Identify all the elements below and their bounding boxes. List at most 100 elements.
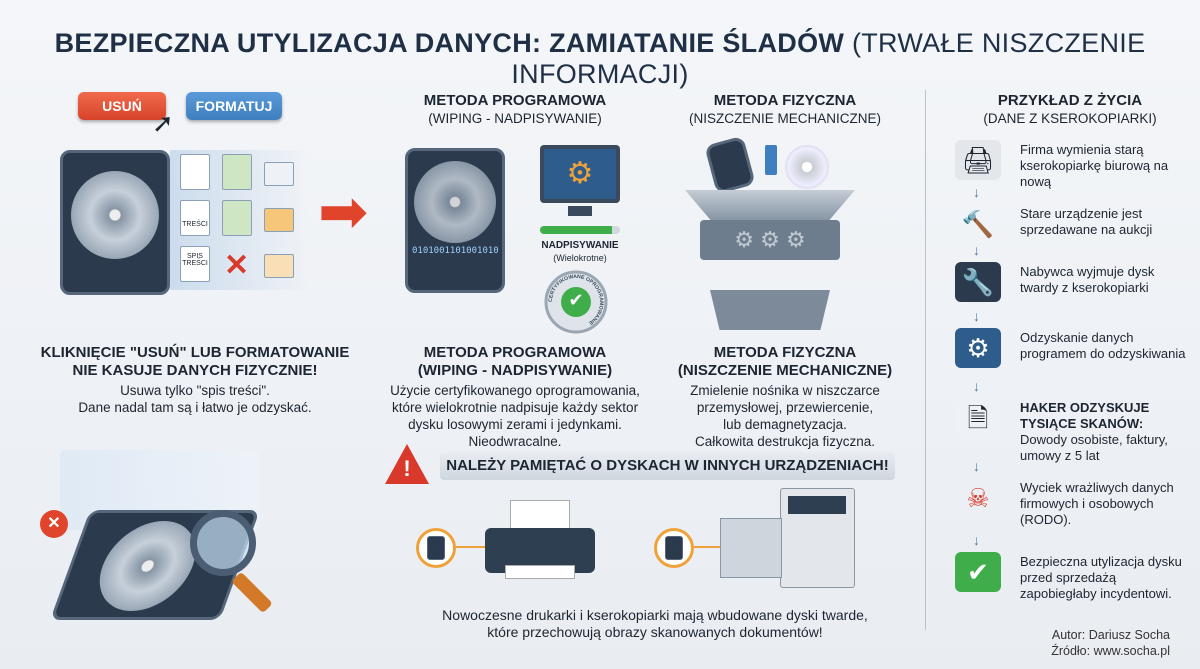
certified-badge: CERTYFIKOWANE OPROGRAMOWANIE ✔ [544,270,608,334]
text-line: dysku losowymi zerami i jedynkami. [408,417,622,432]
copier-icon [720,488,855,593]
documents-disk-icon: 🗎 [955,398,1001,438]
doc-label: TREŚCI [182,221,208,228]
cd-icon [785,145,829,189]
x-badge-icon: ✕ [40,510,68,538]
progress-bar [540,226,620,234]
doc-label: SPIS TREŚCI [182,253,208,267]
hard-drive-icon [60,150,170,295]
arrow-down-icon: ↓ [973,532,980,548]
image-icon [222,154,252,190]
title-main: BEZPIECZNA UTYLIZACJA DANYCH: ZAMIATANIE… [54,28,845,58]
binary-text: 0101001101001010 [412,246,499,256]
disk-recovery-illustration: ✕ [40,440,280,630]
envelope-icon [264,254,294,278]
usb-icon [765,145,777,175]
step-text: Wyciek wrażliwych danych firmowych i oso… [1020,480,1174,527]
delete-button[interactable]: USUŃ [78,92,166,120]
disk-badge-icon [416,528,456,568]
x-mark-icon: ✕ [224,249,250,282]
text-line: które wielokrotnie nadpisuje każdy sekto… [391,400,639,415]
warning-text: Nowoczesne drukarki i kserokopiarki mają… [395,607,915,641]
example-step: Odzyskanie danych programem do odzyskiwa… [1020,330,1195,362]
page-title: BEZPIECZNA UTYLIZACJA DANYCH: ZAMIATANIE… [0,28,1200,90]
text-line: Dane nadal tam są i łatwo je odzyskać. [78,400,312,415]
arrow-down-icon: ↓ [973,242,980,258]
step-text: Bezpieczna utylizacja dysku przed sprzed… [1020,554,1182,601]
arrow-right-icon: ➡ [318,178,369,245]
disk-badge-icon [654,528,694,568]
arrow-down-icon: ↓ [973,308,980,324]
software-top-title: METODA PROGRAMOWA [423,92,607,109]
arrow-down-icon: ↓ [973,458,980,474]
format-button[interactable]: FORMATUJ [186,92,282,120]
title-sub: (TRWAŁE NISZCZENIE INFORMACJI) [511,28,1146,89]
check-icon: ✔ [568,290,584,310]
step-bold: HAKER ODZYSKUJE TYSIĄCE SKANÓW: [1020,400,1150,431]
example-step: Firma wymienia starą kserokopiarkę biuro… [1020,142,1195,190]
gavel-icon: 🔨 [961,209,995,239]
step-text: Stare urządzenie jest sprzedawane na auk… [1020,206,1153,237]
image-icon [222,200,252,236]
document-icon: TREŚCI [180,200,210,236]
text-line: Całkowita destrukcja fizyczna. [694,434,876,449]
example-step: HAKER ODZYSKUJE TYSIĄCE SKANÓW:Dowody os… [1020,400,1195,464]
document-icon: SPIS TREŚCI [180,246,210,282]
text-line: które przechowują obrazy skanowanych dok… [487,624,823,640]
physical-top-title: METODA FIZYCZNA [713,92,857,109]
example-step: Stare urządzenie jest sprzedawane na auk… [1020,206,1195,238]
heading-line: NIE KASUJE DANYCH FIZYCZNIE! [72,362,318,379]
example-step: Nabywca wyjmuje dysk twardy z kserokopia… [1020,264,1195,296]
warning-icon: ! [385,444,429,484]
example-subtitle: (DANE Z KSEROKOPIARKI) [983,111,1157,126]
source: Źródło: www.socha.pl [1051,644,1170,658]
shredder-illustration: ⚙ ⚙ ⚙ [680,135,860,340]
heading-line: (NISZCZENIE MECHANICZNE) [677,362,893,379]
left-text: Usuwa tylko "spis treści".Dane nadal tam… [20,382,370,416]
monitor-gear-icon: ⚙ [955,328,1001,368]
copier-icon: 🖨 [955,140,1001,180]
cursor-icon: ➚ [152,108,174,138]
files-cloud: TREŚCI SPIS TREŚCI ✕ [170,150,310,290]
text-line: Nowoczesne drukarki i kserokopiarki mają… [442,607,868,623]
physical-top-sub: (NISZCZENIE MECHANICZNE) [689,111,881,126]
progress-sub: (Wielokrotne) [553,253,607,263]
example-title: PRZYKŁAD Z ŻYCIA [997,92,1143,109]
arrow-down-icon: ↓ [973,184,980,200]
heading-line: (WIPING - NADPISYWANIE) [417,362,613,379]
step-text: Firma wymienia starą kserokopiarkę biuro… [1020,142,1169,189]
software-top-sub: (WIPING - NADPISYWANIE) [428,111,602,126]
skull-icon: ☠ [966,483,990,513]
software-heading: METODA PROGRAMOWA(WIPING - NADPISYWANIE) [385,344,645,380]
monitor-gear-icon: ⚙ [540,145,620,203]
column-divider [925,90,926,630]
step-text: Dowody osobiste, faktury, umowy z 5 lat [1020,432,1168,463]
physical-heading: METODA FIZYCZNA(NISZCZENIE MECHANICZNE) [655,344,915,380]
arrow-down-icon: ↓ [973,378,980,394]
example-step: Wyciek wrażliwych danych firmowych i oso… [1020,480,1195,528]
example-step: Bezpieczna utylizacja dysku przed sprzed… [1020,554,1195,602]
heading-line: METODA PROGRAMOWA [423,344,607,361]
progress-label: NADPISYWANIE [541,240,619,251]
document-icon [180,154,210,190]
step-text: Odzyskanie danych programem do odzyskiwa… [1020,330,1186,361]
heading-line: METODA FIZYCZNA [713,344,857,361]
text-line: lub demagnetyzacja. [723,417,847,432]
heading-line: KLIKNIĘCIE "USUŃ" LUB FORMATOWANIE [40,344,350,361]
warning-banner: NALEŻY PAMIĘTAĆ O DYSKACH W INNYCH URZĄD… [440,452,895,480]
text-line: przemysłowej, przewiercenie, [696,400,874,415]
envelope-icon [264,208,294,232]
author: Autor: Dariusz Socha [1051,628,1170,642]
magnifier-icon [190,510,256,576]
wiping-disk-icon: 0101001101001010 [405,148,505,293]
disk-wrench-icon: 🔧 [955,262,1001,302]
envelope-icon [264,162,294,186]
step-text: Nabywca wyjmuje dysk twardy z kserokopia… [1020,264,1155,295]
text-line: Nieodwracalne. [468,434,562,449]
text-line: Użycie certyfikowanego oprogramowania, [390,383,640,398]
software-text: Użycie certyfikowanego oprogramowania, kt… [375,382,655,450]
shield-check-icon: ✔ [955,552,1001,592]
